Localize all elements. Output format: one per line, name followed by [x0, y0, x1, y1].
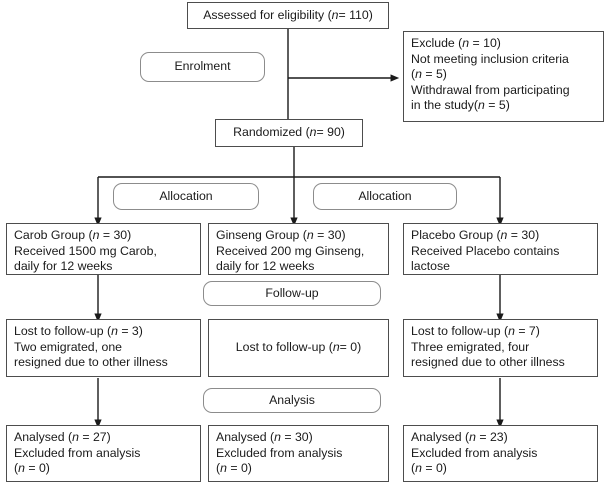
node-excluded: Exclude (n = 10)Not meeting inclusion cr… — [403, 31, 604, 122]
node-analysed-ginseng: Analysed (n = 30)Excluded from analysis(… — [208, 425, 389, 482]
node-lost-carob: Lost to follow-up (n = 3)Two emigrated, … — [6, 319, 201, 377]
stage-enrolment: Enrolment — [140, 52, 265, 82]
node-randomized: Randomized (n = 90) — [215, 119, 363, 147]
stage-allocation-left: Allocation — [113, 183, 259, 210]
node-assessed-for-eligibility: Assessed for eligibility (n = 110) — [187, 2, 389, 29]
stage-analysis: Analysis — [203, 388, 381, 413]
node-analysed-placebo: Analysed (n = 23)Excluded from analysis(… — [403, 425, 598, 482]
node-group-placebo: Placebo Group (n = 30)Received Placebo c… — [403, 223, 598, 275]
node-analysed-carob: Analysed (n = 27)Excluded from analysis(… — [6, 425, 201, 482]
node-lost-ginseng: Lost to follow-up (n = 0) — [208, 319, 389, 377]
node-group-ginseng: Ginseng Group (n = 30)Received 200 mg Gi… — [208, 223, 389, 275]
node-group-carob: Carob Group (n = 30)Received 1500 mg Car… — [6, 223, 201, 275]
stage-follow-up: Follow-up — [203, 281, 381, 306]
node-lost-placebo: Lost to follow-up (n = 7)Three emigrated… — [403, 319, 598, 377]
stage-allocation-right: Allocation — [313, 183, 457, 210]
